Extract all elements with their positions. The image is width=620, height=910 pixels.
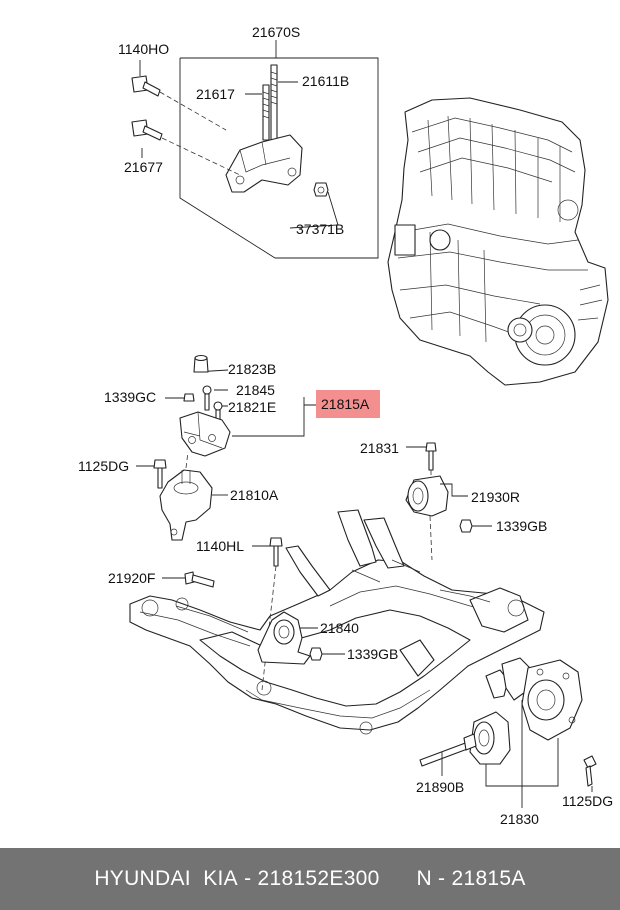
label-21830: 21830 — [500, 811, 539, 827]
footer-sep-1: - — [237, 867, 258, 890]
lower-right-mount-group — [419, 657, 597, 808]
label-21670S: 21670S — [252, 24, 300, 40]
footer-oem-number: 218152E300 — [257, 867, 380, 890]
footer-part-code: N - 21815A — [416, 867, 526, 890]
label-21845: 21845 — [236, 382, 275, 398]
center-mount-group — [162, 537, 345, 691]
label-1140HO: 1140HO — [118, 41, 169, 57]
label-1339GB-right: 1339GB — [496, 518, 547, 534]
label-21831: 21831 — [360, 440, 399, 456]
right-mount-group — [405, 442, 492, 561]
label-21823B: 21823B — [228, 361, 276, 377]
upper-bracket-group — [131, 40, 379, 259]
label-21840: 21840 — [320, 620, 359, 636]
engine-block-drawing — [387, 97, 609, 386]
label-21815A: 21815A — [321, 396, 370, 412]
label-21677: 21677 — [124, 159, 163, 175]
left-mount-group — [136, 354, 316, 541]
label-21890B: 21890B — [416, 779, 464, 795]
highlight-box-21815A — [316, 390, 380, 418]
label-21611B: 21611B — [302, 73, 349, 89]
parts-diagram: 21670S 1140HO 21617 21611B 21677 37371B … — [78, 24, 613, 827]
footer-gap — [380, 867, 417, 891]
label-21930R: 21930R — [471, 489, 520, 505]
part-number-footer: HYUNDAI KIA - 218152E300 N - 21815A — [0, 848, 620, 910]
label-1140HL: 1140HL — [196, 538, 244, 554]
label-21617: 21617 — [196, 86, 235, 102]
label-37371B: 37371B — [296, 221, 344, 237]
subframe-drawing — [129, 509, 545, 735]
label-1125DG-right: 1125DG — [562, 793, 613, 809]
label-1339GB-center: 1339GB — [347, 646, 398, 662]
footer-brand: HYUNDAI KIA — [94, 867, 238, 890]
label-21821E: 21821E — [228, 399, 276, 415]
label-1339GC: 1339GC — [104, 389, 156, 405]
label-1125DG-left: 1125DG — [78, 458, 129, 474]
label-21920F: 21920F — [108, 570, 155, 586]
label-21810A: 21810A — [230, 487, 279, 503]
